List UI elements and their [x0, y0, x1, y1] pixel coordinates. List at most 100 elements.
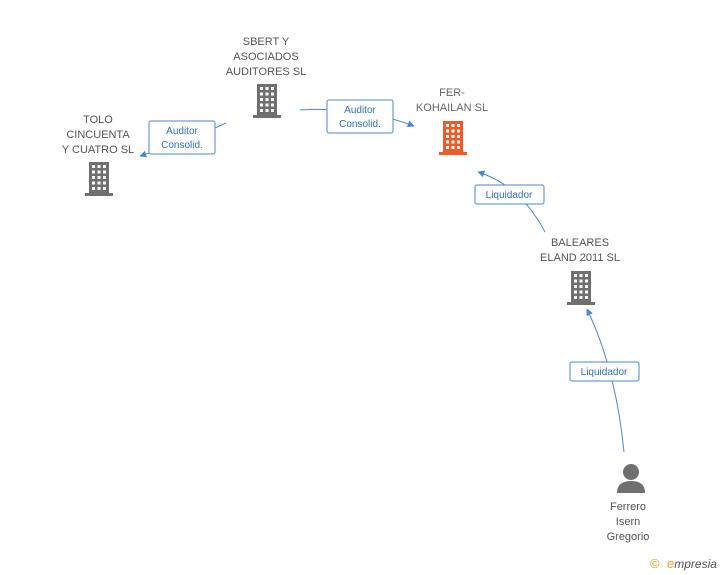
building-window: [103, 181, 106, 185]
node-ferrero-isern-gregorio[interactable]: Ferrero Isern Gregorio: [607, 464, 650, 543]
node-label-line-1: TOLO: [83, 114, 113, 126]
edge-ferrero-to-baleares: Liquidador: [569, 308, 640, 453]
node-label-line-2: KOHAILAN SL: [416, 102, 488, 114]
building-window: [97, 187, 101, 190]
building-icon: [85, 162, 113, 196]
empresia-watermark: © empresia: [650, 556, 717, 571]
building-window: [457, 135, 460, 138]
building-window: [574, 285, 577, 288]
building-window: [446, 135, 449, 138]
building-window: [265, 109, 269, 112]
node-fer-kohailan[interactable]: FER- KOHAILAN SL: [416, 87, 488, 155]
building-window: [265, 92, 269, 96]
edge-label-line-1: Auditor: [166, 126, 198, 137]
building-window: [451, 124, 455, 127]
building-window: [574, 296, 577, 299]
brand-initial: e: [667, 556, 674, 571]
building-icon: [567, 271, 595, 305]
building-window: [97, 170, 101, 174]
node-label-line-3: AUDITORES SL: [226, 66, 307, 78]
edge-sbert-to-tolo: Auditor Consolid.: [139, 120, 227, 158]
building-window: [103, 187, 106, 190]
node-label-line-2: Isern: [616, 516, 640, 528]
building-window: [265, 103, 269, 107]
node-label-line-2: CINCUENTA: [66, 129, 130, 141]
building-window: [271, 103, 274, 107]
building-window: [585, 274, 588, 277]
building-window: [92, 181, 95, 185]
building-window: [92, 165, 95, 168]
building-window: [451, 129, 455, 133]
node-label-line-1: SBERT Y: [243, 36, 290, 48]
building-base: [85, 193, 113, 196]
building-window: [271, 98, 274, 101]
building-window: [260, 87, 263, 90]
building-base: [253, 115, 281, 118]
edge-label-box: [569, 361, 640, 382]
node-sbert-y-asociados[interactable]: SBERT Y ASOCIADOS AUDITORES SL: [226, 36, 307, 118]
edge-label-line-1: Liquidador: [486, 190, 533, 201]
building-window: [451, 140, 455, 144]
building-window: [260, 98, 263, 101]
building-window: [574, 290, 577, 294]
building-window: [271, 92, 274, 96]
building-window: [579, 290, 583, 294]
building-icon: [439, 121, 467, 155]
node-tolo-cincuenta[interactable]: TOLO CINCUENTA Y CUATRO SL: [62, 114, 134, 196]
edge-label-box: [474, 184, 545, 205]
building-window: [103, 176, 106, 179]
node-label-line-2: ASOCIADOS: [233, 51, 298, 63]
node-label-line-1: Ferrero: [610, 501, 646, 513]
building-window: [579, 296, 583, 299]
building-window: [457, 140, 460, 144]
edge-label-line-2: Consolid.: [161, 140, 203, 151]
building-window: [260, 109, 263, 112]
edge-baleares-to-fer: Liquidador: [474, 170, 546, 233]
brand-rest: mpresia: [674, 557, 717, 571]
node-label-line-3: Y CUATRO SL: [62, 144, 134, 156]
building-window: [97, 165, 101, 168]
edge-label-line-1: Auditor: [344, 105, 376, 116]
copyright-symbol: ©: [650, 556, 660, 571]
building-window: [574, 279, 577, 283]
building-window: [271, 87, 274, 90]
node-label-line-3: Gregorio: [607, 531, 650, 543]
person-icon: [617, 464, 645, 493]
building-window: [579, 285, 583, 288]
building-window: [585, 296, 588, 299]
building-window: [97, 181, 101, 185]
edge-label-line-1: Liquidador: [581, 367, 628, 378]
building-window: [265, 98, 269, 101]
building-window: [446, 140, 449, 144]
building-window: [92, 187, 95, 190]
building-window: [585, 285, 588, 288]
building-window: [97, 176, 101, 179]
building-window: [457, 146, 460, 149]
building-window: [579, 274, 583, 277]
building-base: [439, 152, 467, 155]
edge-label-box: [326, 99, 394, 134]
edge-label-box: [148, 120, 216, 155]
building-base: [567, 302, 595, 305]
node-label-line-1: FER-: [439, 87, 465, 99]
building-window: [271, 109, 274, 112]
building-window: [103, 165, 106, 168]
building-window: [451, 146, 455, 149]
edge-sbert-to-fer: Auditor Consolid.: [299, 99, 415, 134]
node-label-line-2: ELAND 2011 SL: [540, 252, 620, 264]
building-window: [457, 124, 460, 127]
building-window: [265, 87, 269, 90]
building-window: [574, 274, 577, 277]
node-baleares-eland[interactable]: BALEARES ELAND 2011 SL: [540, 237, 620, 305]
building-window: [446, 124, 449, 127]
building-window: [92, 170, 95, 174]
building-window: [260, 103, 263, 107]
brand-name: empresia: [667, 556, 717, 571]
building-window: [260, 92, 263, 96]
edge-label-line-2: Consolid.: [339, 119, 381, 130]
building-window: [92, 176, 95, 179]
building-icon: [253, 84, 281, 118]
building-window: [103, 170, 106, 174]
building-window: [457, 129, 460, 133]
